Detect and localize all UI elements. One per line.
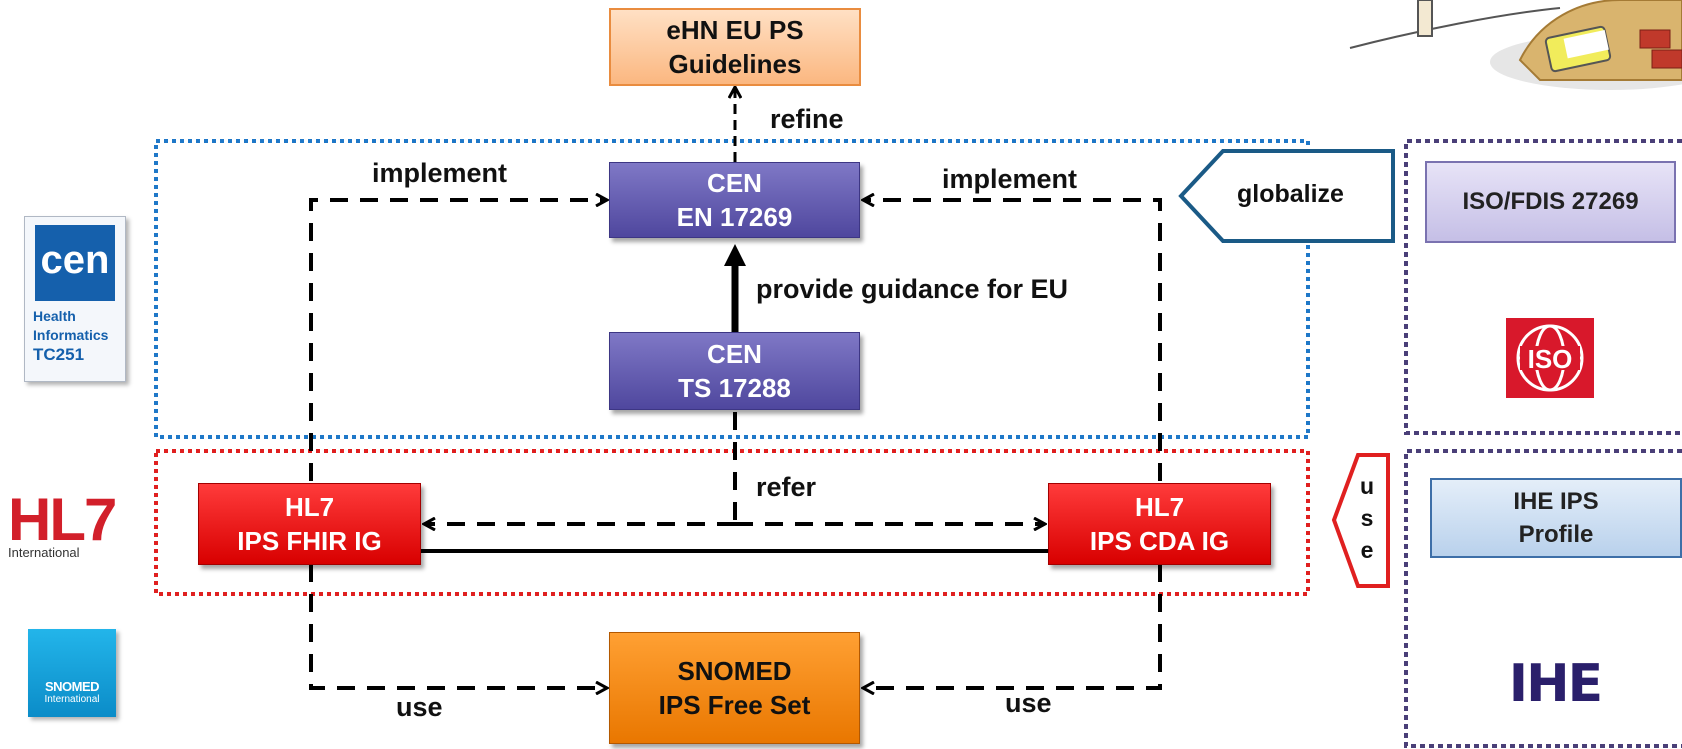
snomed-line1: SNOMED <box>677 656 792 686</box>
globe-icon: ISO <box>1516 324 1584 392</box>
snomed-ips-free-set-box: SNOMED IPS Free Set <box>609 632 860 744</box>
ihe-ips-profile-box: IHE IPS Profile <box>1430 478 1682 558</box>
ihe-region <box>1404 449 1682 748</box>
globalize-arrow-shape <box>1178 149 1395 243</box>
construction-sketch <box>1349 0 1682 90</box>
refer-label: refer <box>756 472 817 502</box>
cen-en-line2: EN 17269 <box>676 202 793 232</box>
ihe-ips-line2: Profile <box>1518 521 1594 548</box>
hl7-logo: HL7 International <box>8 486 130 561</box>
snomed-line2: IPS Free Set <box>658 690 811 720</box>
cen-logo-line2: Informatics <box>33 327 109 343</box>
cen-logo: cen Health Informatics TC251 <box>24 216 126 382</box>
refine-label: refine <box>770 104 844 134</box>
snomed-logo-sub: International <box>44 694 100 705</box>
use-right-arrow <box>864 564 1162 688</box>
use-right-label: use <box>1005 688 1052 718</box>
use-vertical-label: u s e <box>1356 470 1378 566</box>
hl7-region <box>154 449 1310 596</box>
cen-ts-line1: CEN <box>707 339 762 369</box>
iso-logo: ISO <box>1506 318 1594 398</box>
use-left-label: use <box>396 692 443 722</box>
ihe-logo-text: IHE <box>1508 654 1603 714</box>
use-letter-u: u <box>1359 473 1375 499</box>
hl7-fhir-line2: IPS FHIR IG <box>237 526 382 556</box>
hl7-cda-line1: HL7 <box>1134 492 1185 522</box>
cen-logo-text: Health Informatics TC251 <box>25 301 125 364</box>
cen-en-17269-box: CEN EN 17269 <box>609 162 860 238</box>
use-left-arrow <box>309 564 606 688</box>
cen-logo-line1: Health <box>33 308 76 324</box>
iso-region <box>1404 139 1682 435</box>
hl7-logo-mark: HL7 <box>8 486 117 553</box>
cen-ts-17288-box: CEN TS 17288 <box>609 332 860 410</box>
cen-en-line1: CEN <box>707 168 762 198</box>
ihe-logo: IHE <box>1477 648 1633 720</box>
use-letter-s: s <box>1360 505 1374 531</box>
cen-region <box>154 139 1310 439</box>
cen-ts-line2: TS 17288 <box>678 373 791 403</box>
hl7-ips-fhir-ig-box: HL7 IPS FHIR IG <box>198 483 421 565</box>
implement-right-arrow <box>864 200 1162 481</box>
cen-mark-text: cen <box>40 238 110 282</box>
ehn-line2: Guidelines <box>668 49 802 79</box>
use-arrow-rendered <box>1331 453 1390 588</box>
implement-right-label: implement <box>942 164 1078 194</box>
cen-logo-mark: cen <box>35 225 115 301</box>
hl7-cda-line2: IPS CDA IG <box>1089 526 1230 556</box>
iso-fdis-27269-box: ISO/FDIS 27269 <box>1425 161 1676 243</box>
snomed-logo: SNOMED International <box>28 629 116 717</box>
ehn-guidelines-box: eHN EU PS Guidelines <box>609 8 861 86</box>
hl7-fhir-line1: HL7 <box>284 492 335 522</box>
implement-left-label: implement <box>372 158 508 188</box>
provide-guidance-label: provide guidance for EU <box>756 274 1069 304</box>
cen-logo-line3: TC251 <box>33 345 85 364</box>
ihe-ips-line1: IHE IPS <box>1513 488 1599 515</box>
use-letter-e: e <box>1360 537 1374 563</box>
implement-left-arrow <box>309 200 606 481</box>
ehn-line1: eHN EU PS <box>666 15 804 45</box>
globalize-label: globalize <box>1237 180 1344 208</box>
snomed-logo-mark: SNOMED <box>44 679 100 694</box>
iso-logo-text: ISO <box>1528 344 1573 374</box>
hl7-logo-sub: International <box>8 545 80 560</box>
hl7-ips-cda-ig-box: HL7 IPS CDA IG <box>1048 483 1271 565</box>
iso-fdis-text: ISO/FDIS 27269 <box>1462 188 1639 215</box>
